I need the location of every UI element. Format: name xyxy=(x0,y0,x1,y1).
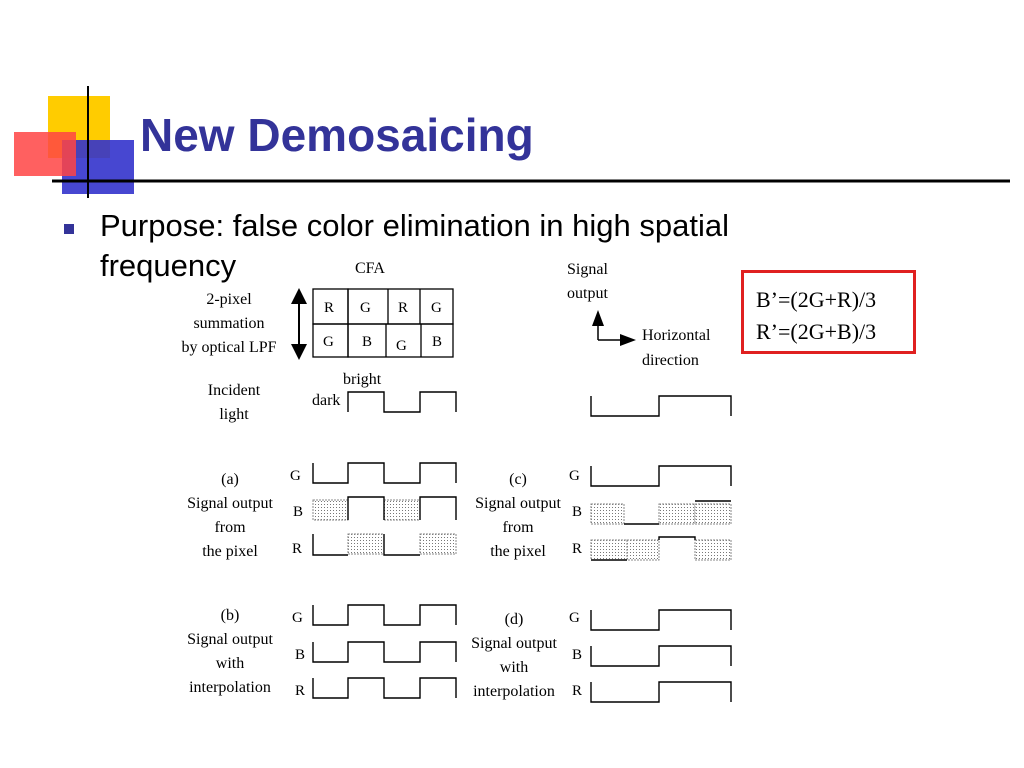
channel-r-label: R xyxy=(572,683,582,699)
horizontal-direction-label: Horizontal xyxy=(642,327,711,344)
cfa-label: CFA xyxy=(355,260,385,277)
panel-a-label: the pixel xyxy=(202,543,258,560)
channel-b-label: B xyxy=(572,647,582,663)
slide-title: New Demosaicing xyxy=(140,109,534,161)
channel-b-label: B xyxy=(572,504,582,520)
channel-r-label: R xyxy=(572,541,582,557)
incident-light-wave xyxy=(347,391,457,413)
bullet-marker xyxy=(64,224,74,234)
cfa-cell: B xyxy=(432,334,442,350)
panel-c-label: Signal output xyxy=(475,495,561,512)
summation-label-line: 2-pixel xyxy=(206,291,252,308)
panel-d-label: Signal output xyxy=(471,635,557,652)
panel-d-label: (d) xyxy=(505,611,524,628)
cfa-cell: G xyxy=(360,300,371,316)
panel-c-label: from xyxy=(502,519,534,536)
wave-d-g xyxy=(590,609,732,631)
dark-label: dark xyxy=(312,392,340,409)
channel-g-label: G xyxy=(569,610,580,626)
cfa-cell: R xyxy=(398,300,408,316)
cfa-cell: R xyxy=(324,300,334,316)
signal-output-label: output xyxy=(567,285,608,302)
panel-d-label: interpolation xyxy=(473,683,555,700)
channel-r-label: R xyxy=(292,541,302,557)
cfa-cell: G xyxy=(431,300,442,316)
incident-light-wave-right xyxy=(590,395,732,417)
bright-label: bright xyxy=(343,371,382,388)
signal-output-label: Signal xyxy=(567,261,608,278)
cfa-cell: G xyxy=(396,338,407,354)
panel-c-label: (c) xyxy=(509,471,527,488)
wave-d-r xyxy=(590,681,732,703)
channel-g-label: G xyxy=(292,610,303,626)
channel-g-label: G xyxy=(569,468,580,484)
formula-r: R’=(2G+B)/3 xyxy=(756,319,877,344)
wave-c-g xyxy=(590,465,732,487)
panel-b-label: interpolation xyxy=(189,679,271,696)
wave-b-r xyxy=(312,677,457,699)
summation-label-line: by optical LPF xyxy=(181,339,276,356)
formula-b: B’=(2G+R)/3 xyxy=(756,287,877,312)
panel-b-label: with xyxy=(216,655,244,672)
wave-a-r xyxy=(312,533,457,556)
wave-a-b xyxy=(312,496,457,521)
logo-red-square xyxy=(14,132,76,176)
panel-c-label: the pixel xyxy=(490,543,546,560)
incident-light-label: light xyxy=(219,406,249,423)
panel-b-label: (b) xyxy=(221,607,240,624)
wave-d-b xyxy=(590,645,732,667)
cfa-cell: G xyxy=(323,334,334,350)
channel-b-label: B xyxy=(293,504,303,520)
cfa-cell: B xyxy=(362,334,372,350)
incident-light-label: Incident xyxy=(208,382,261,399)
channel-r-label: R xyxy=(295,683,305,699)
panel-a-label: Signal output xyxy=(187,495,273,512)
wave-b-b xyxy=(312,641,457,663)
wave-b-g xyxy=(312,604,457,626)
wave-c-b xyxy=(590,500,732,525)
cfa-grid xyxy=(312,288,454,358)
wave-a-g xyxy=(312,462,457,484)
wave-c-r xyxy=(590,536,732,561)
panel-a-label: (a) xyxy=(221,471,239,488)
horizontal-direction-label: direction xyxy=(642,352,699,369)
channel-g-label: G xyxy=(290,468,301,484)
axis-arrows xyxy=(592,310,636,346)
channel-b-label: B xyxy=(295,647,305,663)
panel-b-label: Signal output xyxy=(187,631,273,648)
summation-arrow xyxy=(291,288,307,360)
summation-label-line: summation xyxy=(193,315,264,332)
panel-a-label: from xyxy=(214,519,246,536)
formula-box: B’=(2G+R)/3 R’=(2G+B)/3 xyxy=(741,270,916,354)
panel-d-label: with xyxy=(500,659,528,676)
bullet-text: Purpose: false color elimination in high… xyxy=(100,208,729,283)
